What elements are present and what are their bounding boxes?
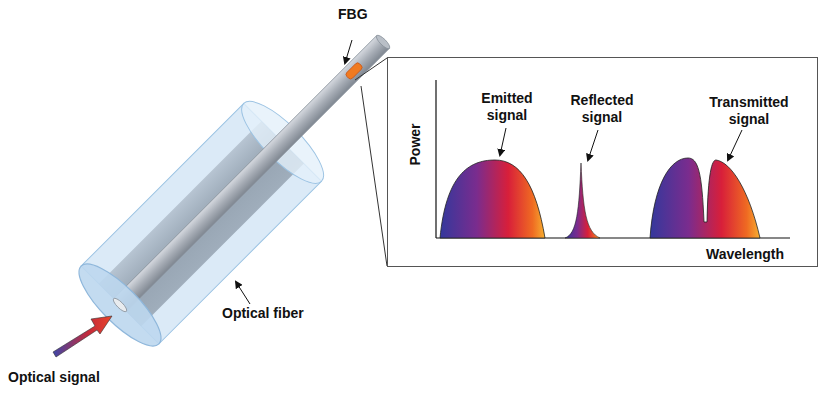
signal-label: Reflected signal bbox=[561, 92, 643, 126]
y-axis bbox=[435, 80, 436, 238]
transmitted-spectrum bbox=[650, 158, 760, 238]
axis-label: Wavelength bbox=[706, 246, 806, 263]
optical-fiber bbox=[68, 1, 424, 357]
signal-label: Transmitted signal bbox=[701, 94, 797, 128]
axis-label: Power bbox=[407, 123, 424, 165]
label-pointer bbox=[728, 130, 742, 160]
signal-arrow bbox=[53, 316, 112, 357]
reflected-spectrum bbox=[565, 163, 600, 238]
signal-label: Optical signal bbox=[8, 369, 138, 386]
emitted-spectrum bbox=[440, 160, 545, 238]
zoom-line bbox=[355, 58, 387, 80]
part-label: FBG bbox=[338, 6, 388, 23]
label-pointer bbox=[500, 128, 506, 155]
fbg-leader bbox=[345, 40, 352, 63]
fiber-leader bbox=[236, 282, 250, 304]
label-pointer bbox=[588, 130, 598, 160]
part-label: Optical fiber bbox=[222, 305, 332, 322]
signal-label: Emitted signal bbox=[471, 90, 543, 124]
zoom-line bbox=[361, 86, 387, 266]
zoom-panel: PowerWavelength Emitted signal Reflected s… bbox=[387, 57, 818, 267]
